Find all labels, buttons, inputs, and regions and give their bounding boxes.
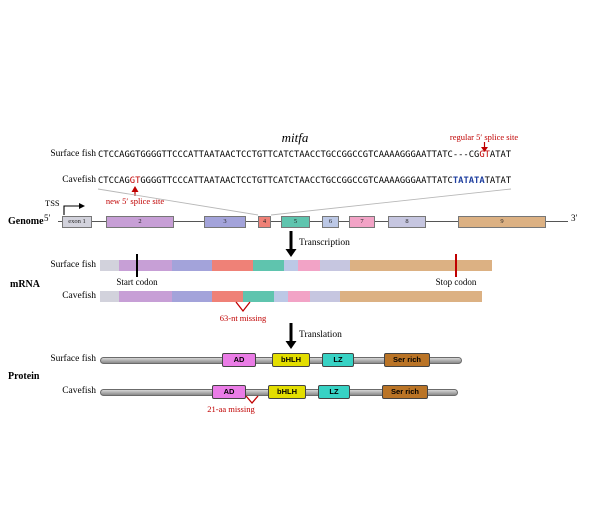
zoom-funnel-right-line xyxy=(270,188,512,216)
tss-arrow xyxy=(63,205,79,215)
stop-codon-label: Stop codon xyxy=(435,277,477,287)
protein-row-label-surface: Surface fish xyxy=(50,354,96,364)
domain-lz-cavefish: LZ xyxy=(318,385,350,399)
domain-lz-surface: LZ xyxy=(322,353,354,367)
start-codon-label: Start codon xyxy=(116,277,158,287)
transcription-arrowhead xyxy=(285,249,297,257)
mrna-section-label: mRNA xyxy=(10,279,40,290)
nt-missing-label: 63-nt missing xyxy=(219,313,267,323)
exon-4: 4 xyxy=(258,216,271,228)
genome-five-prime-label: 5′ xyxy=(44,213,51,223)
gene-title: mitfa xyxy=(281,130,309,145)
regular-splice-site-label: regular 5′ splice site xyxy=(449,132,519,142)
domain-bhlh-surface: bHLH xyxy=(272,353,310,367)
mrna-cave-seg-9 xyxy=(340,291,482,302)
translation-label: Translation xyxy=(299,330,342,340)
mrna-surface-seg-4 xyxy=(212,260,253,271)
mrna-cave-seg-6 xyxy=(274,291,288,302)
aa-missing-label: 21-aa missing xyxy=(207,404,255,414)
exon-3: 3 xyxy=(204,216,246,228)
mrna-cave-seg-7 xyxy=(288,291,310,302)
exon-1: exon 1 xyxy=(62,216,92,228)
cave-seq-pre: CTCCAG xyxy=(98,176,130,186)
exon-7: 7 xyxy=(349,216,375,228)
genome-section-label: Genome xyxy=(8,216,44,227)
exon-2: 2 xyxy=(106,216,174,228)
transcription-label: Transcription xyxy=(299,238,350,248)
protein-section-label: Protein xyxy=(8,371,40,382)
sequence-row-label-cavefish: Cavefish xyxy=(62,175,96,185)
mrna-surface-seg-9 xyxy=(350,260,492,271)
exon-6: 6 xyxy=(322,216,339,228)
domain-ad-cavefish: AD xyxy=(212,385,246,399)
new-splice-arrowhead xyxy=(131,186,139,192)
cave-seq-post: TATAT xyxy=(484,176,512,186)
mrna-surface-seg-2 xyxy=(119,260,172,271)
mrna-surface-seg-1 xyxy=(100,260,119,271)
translation-arrowhead xyxy=(285,341,297,349)
domain-serrich-surface: Ser rich xyxy=(384,353,430,367)
mrna-surface-seg-8 xyxy=(320,260,350,271)
cave-seq-mid: GGGGTTCCCATTAATAACTCCTGTTCATCTAACCTGCCGG… xyxy=(140,176,453,186)
surface-splice-gt: GT xyxy=(479,150,490,160)
protein-row-label-cavefish: Cavefish xyxy=(62,386,96,396)
mrna-surface-seg-3 xyxy=(172,260,212,271)
exon-8: 8 xyxy=(388,216,426,228)
mrna-surface-seg-7 xyxy=(298,260,320,271)
tss-label: TSS xyxy=(45,198,60,208)
mrna-cave-seg-5 xyxy=(243,291,274,302)
surface-seq-pre: CTCCAGGTGGGGTTCCCATTAATAACTCCTGTTCATCTAA… xyxy=(98,150,480,160)
new-splice-site-label: new 5′ splice site xyxy=(105,196,165,206)
mrna-cave-seg-4 xyxy=(212,291,243,302)
cave-splice-gt: GT xyxy=(129,176,141,186)
mrna-row-label-surface: Surface fish xyxy=(50,260,96,270)
mrna-surface-seg-6 xyxy=(284,260,298,271)
mrna-cave-seg-3 xyxy=(172,291,212,302)
surface-seq-post: ATAT xyxy=(489,150,512,160)
genome-three-prime-label: 3′ xyxy=(571,213,578,223)
exon-9: 9 xyxy=(458,216,546,228)
mrna-surface-seg-5 xyxy=(253,260,284,271)
domain-bhlh-cavefish: bHLH xyxy=(268,385,306,399)
genome-line xyxy=(58,221,568,222)
domain-ad-surface: AD xyxy=(222,353,256,367)
nt-missing-notch xyxy=(235,301,251,313)
mrna-row-label-cavefish: Cavefish xyxy=(62,291,96,301)
cavefish-sequence: CTCCAGGTGGGGTTCCCATTAATAACTCCTGTTCATCTAA… xyxy=(98,176,511,186)
aa-missing-notch xyxy=(245,395,259,404)
sequence-row-label-surface: Surface fish xyxy=(50,149,96,159)
exon-5: 5 xyxy=(281,216,310,228)
cave-tata-motif: TATATA xyxy=(452,176,485,186)
mrna-cave-seg-8 xyxy=(310,291,340,302)
mrna-cave-seg-2 xyxy=(119,291,172,302)
domain-serrich-cavefish: Ser rich xyxy=(382,385,428,399)
surface-sequence: CTCCAGGTGGGGTTCCCATTAATAACTCCTGTTCATCTAA… xyxy=(98,150,511,160)
mrna-cave-seg-1 xyxy=(100,291,119,302)
